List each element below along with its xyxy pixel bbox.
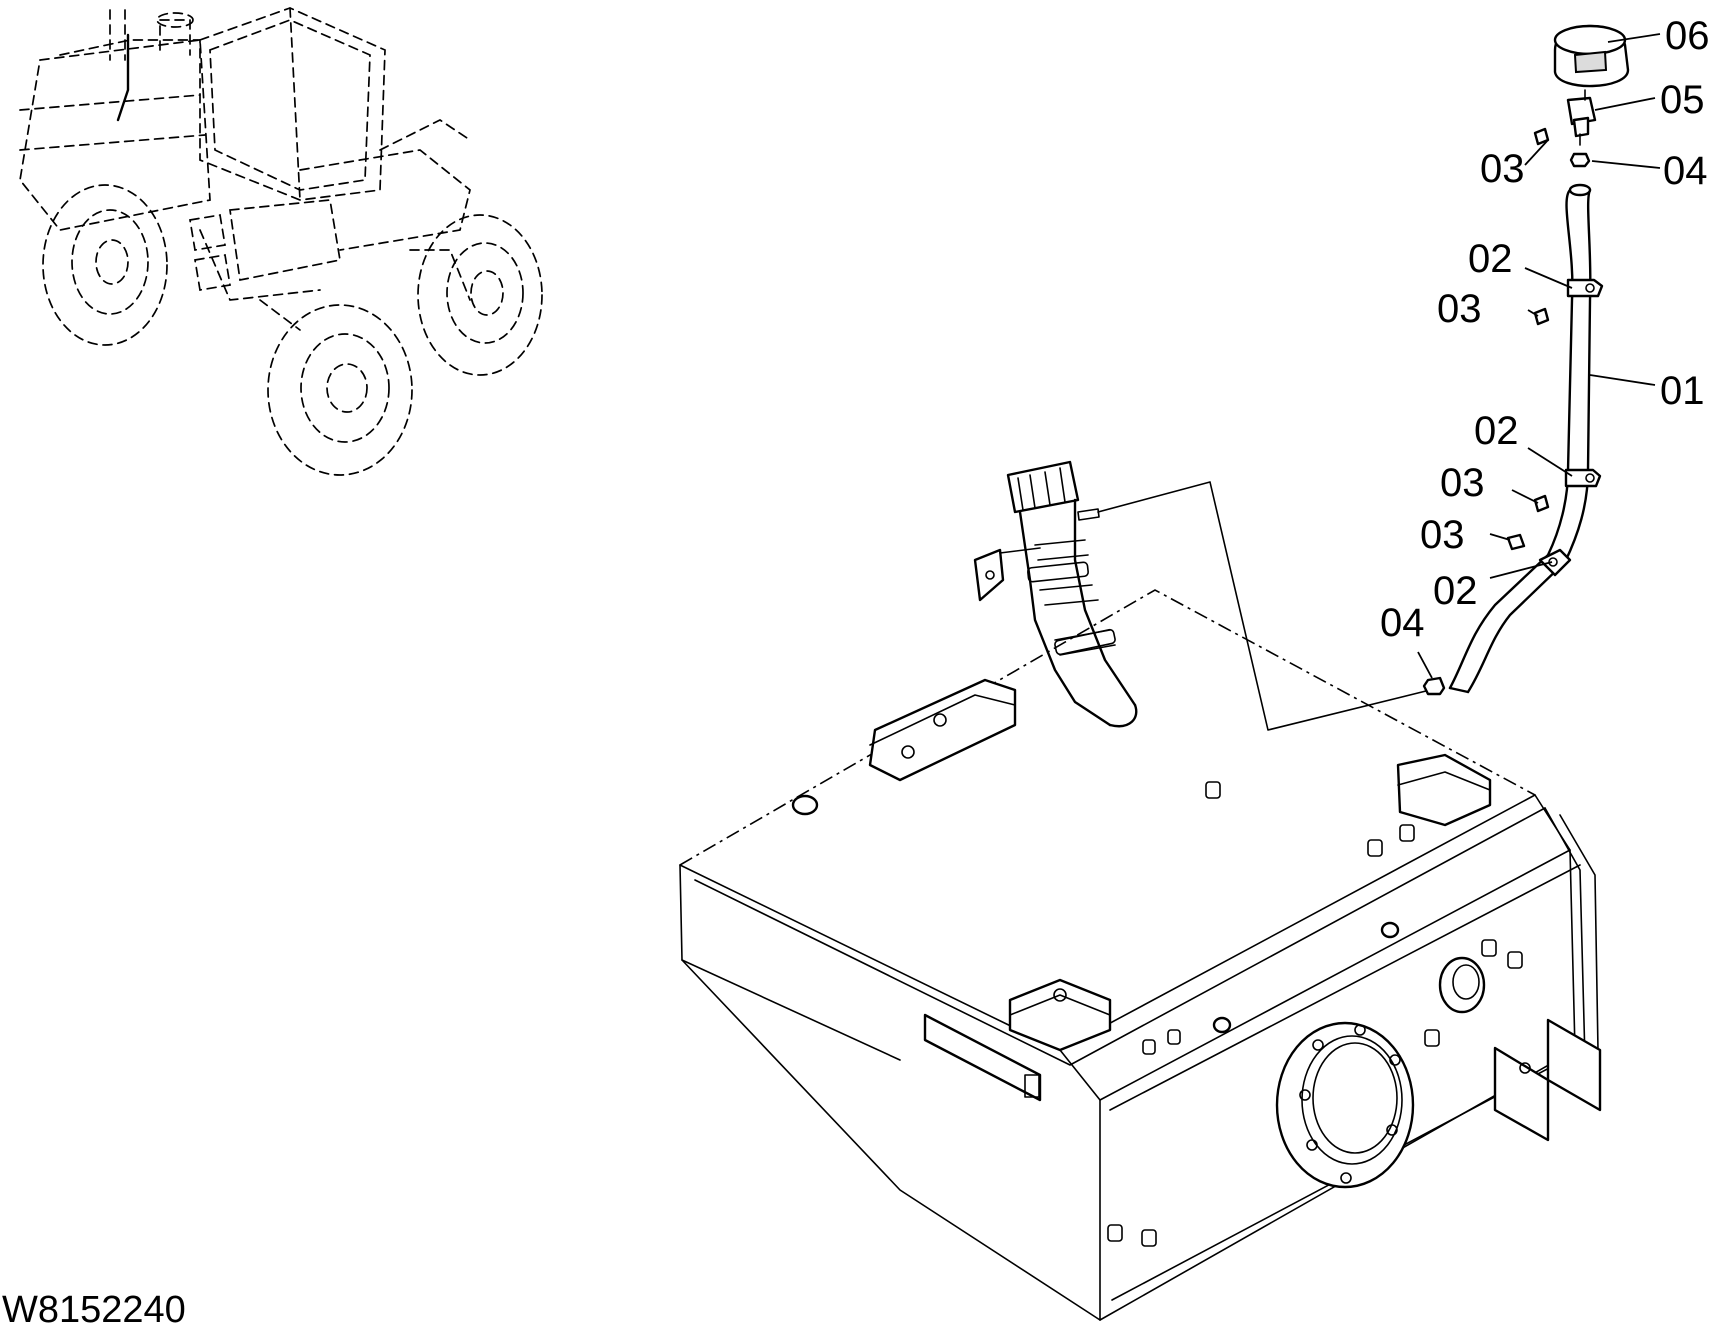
callout-02-c: 02 (1433, 569, 1478, 613)
callout-03-c: 03 (1440, 461, 1485, 505)
callout-06: 06 (1665, 14, 1710, 58)
callout-03-a: 03 (1480, 147, 1525, 191)
callout-03-d: 03 (1420, 513, 1465, 557)
callout-01: 01 (1660, 369, 1705, 413)
callout-05: 05 (1660, 78, 1705, 122)
callout-02-a: 02 (1468, 237, 1513, 281)
detail-pointer-line (1097, 481, 1431, 731)
tank-bosses (791, 781, 1523, 1247)
drawing-code: W8152240 (2, 1289, 186, 1331)
locator-machine-outline (19, 7, 543, 476)
filler-neck (973, 460, 1138, 728)
callout-04-b: 04 (1380, 601, 1425, 645)
callout-02-b: 02 (1474, 409, 1519, 453)
tank-access-cover (1275, 1021, 1415, 1189)
leader-lines (1417, 33, 1661, 679)
callout-03-b: 03 (1437, 287, 1482, 331)
fuel-tank (679, 589, 1602, 1321)
callout-04-a: 04 (1663, 149, 1708, 193)
callout-labels: 06 05 03 04 02 03 01 02 03 03 02 04 (1380, 14, 1710, 645)
